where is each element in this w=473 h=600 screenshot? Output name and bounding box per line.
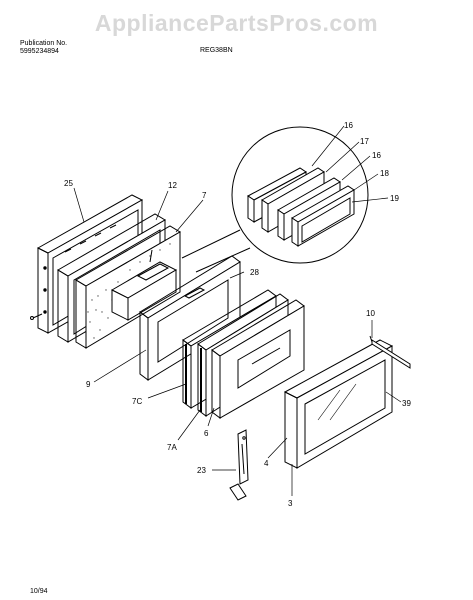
label-18: 18 — [380, 169, 389, 178]
part-3-window-frame — [283, 339, 394, 469]
publication-number: 5995234894 — [20, 48, 59, 55]
footer-date: 10/94 — [30, 588, 48, 595]
label-19: 19 — [390, 194, 399, 203]
label-7c: 7C — [132, 397, 142, 406]
label-17: 17 — [360, 137, 369, 146]
label-6: 6 — [204, 429, 209, 438]
part-23-hinge — [229, 429, 249, 501]
model-number: REG38BN — [200, 47, 233, 54]
publication-label: Publication No. — [20, 40, 68, 47]
part-39-glass — [317, 383, 357, 421]
label-3: 3 — [288, 499, 293, 508]
label-25: 25 — [64, 179, 73, 188]
label-16-mid: 16 — [372, 151, 381, 160]
label-16-top: 16 — [344, 121, 353, 130]
label-39: 39 — [402, 399, 411, 408]
label-23: 23 — [197, 466, 206, 475]
label-10: 10 — [366, 309, 375, 318]
part-9-door-frame — [139, 255, 241, 381]
label-7: 7 — [202, 191, 207, 200]
part-labels: 25 12 7 28 9 7C 7A 6 23 4 3 10 39 16 17 … — [64, 121, 411, 508]
part-6-inner-door — [211, 299, 305, 419]
part-inner-shield — [110, 249, 178, 321]
label-12: 12 — [168, 181, 177, 190]
label-4: 4 — [264, 459, 269, 468]
part-10-handle — [369, 335, 411, 369]
label-28: 28 — [250, 268, 259, 277]
label-9: 9 — [86, 380, 91, 389]
watermark: AppliancePartsPros.com — [94, 10, 379, 36]
detail-callout — [181, 126, 369, 273]
label-7a: 7A — [167, 443, 177, 452]
leader-lines — [73, 125, 402, 496]
publication-info: Publication No. 5995234894 — [20, 40, 67, 56]
